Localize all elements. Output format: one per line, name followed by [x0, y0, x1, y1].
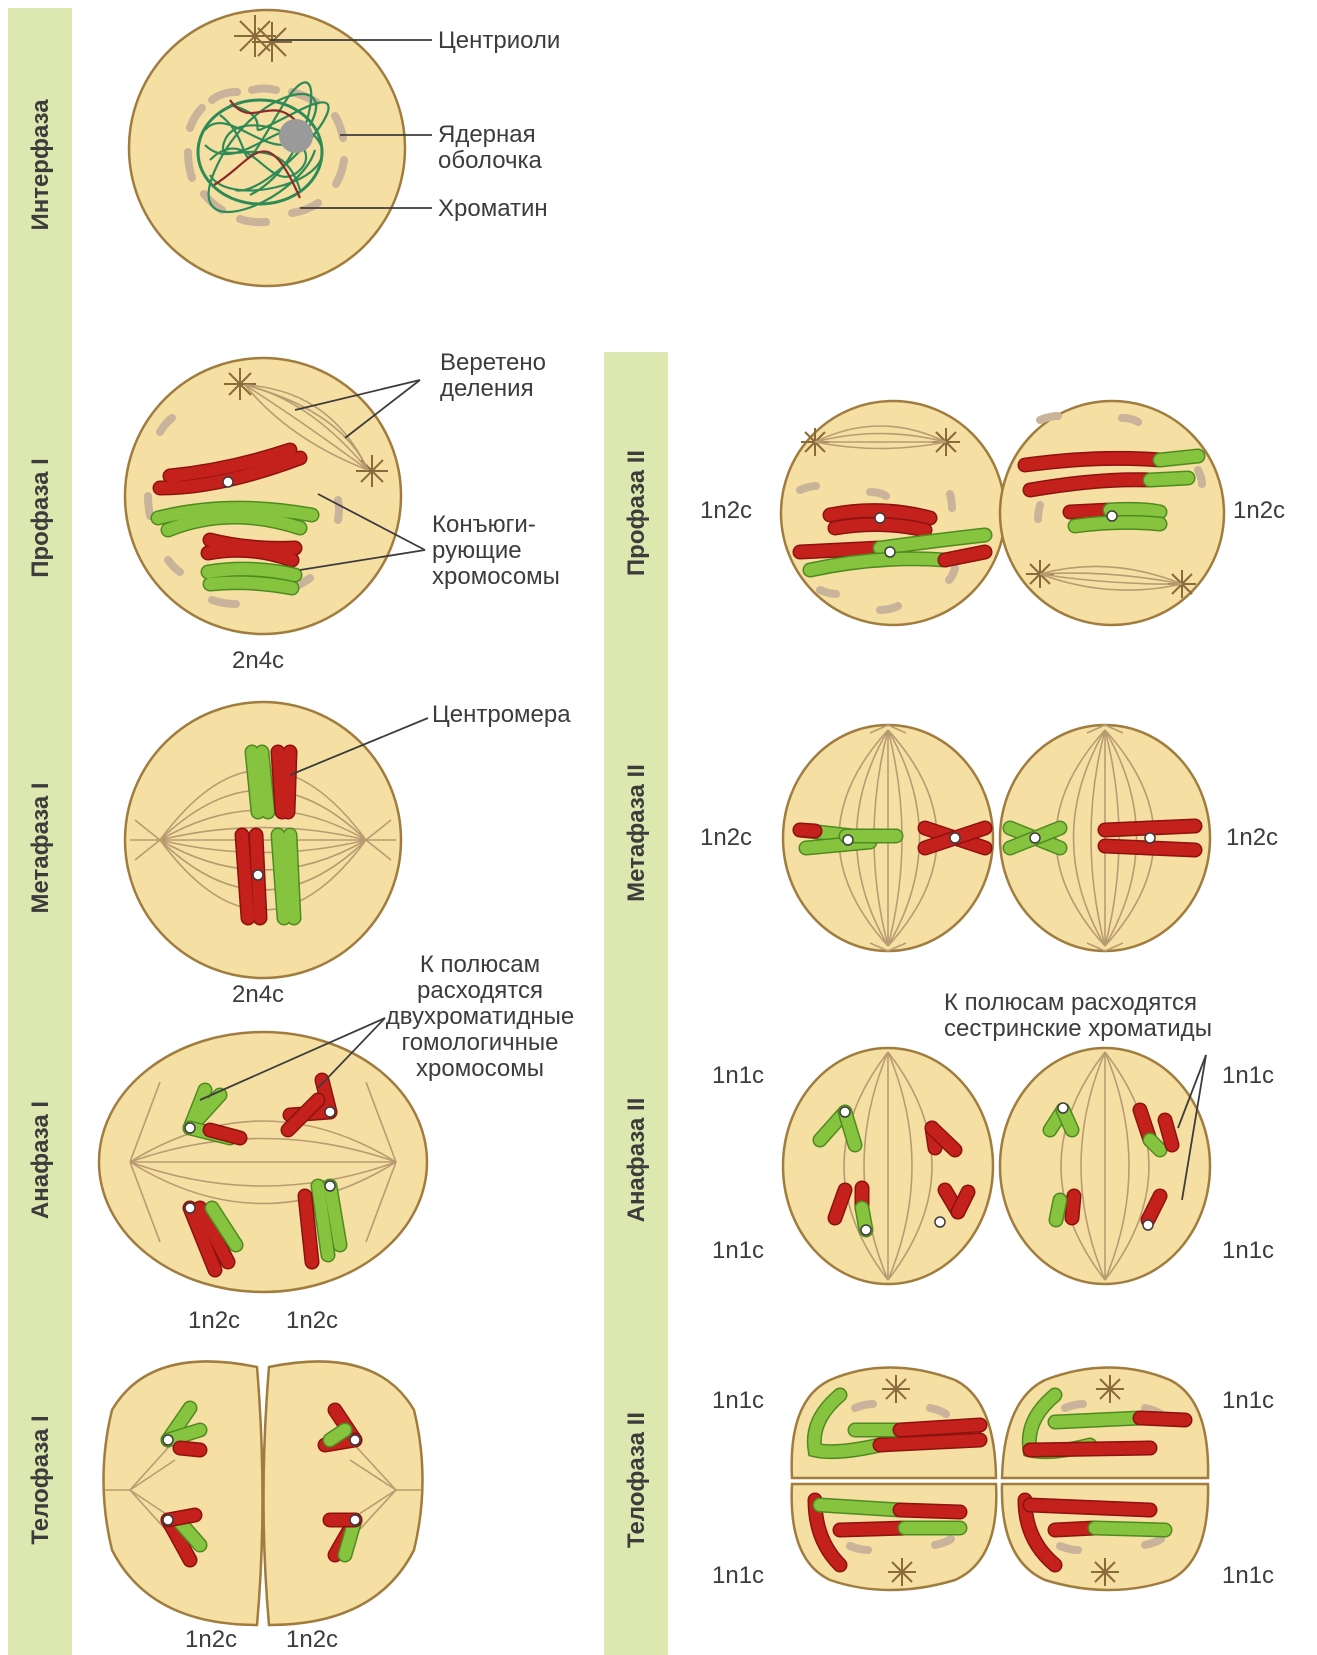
prophase-2-cells	[781, 401, 1224, 625]
label-centrioles: Центриоли	[438, 27, 560, 54]
stage-label-metaphase-2: Метафаза II	[623, 764, 650, 902]
formula-telophase-2-tr: 1n1c	[1222, 1387, 1274, 1414]
formula-telophase-2-tl: 1n1c	[712, 1387, 764, 1414]
formula-prophase-1: 2n4c	[232, 647, 284, 674]
label-anaphase-2-note-1: К полюсам расходятся	[944, 989, 1197, 1016]
label-conjugating-3: хромосомы	[432, 563, 560, 590]
interphase-cell	[129, 10, 405, 286]
formula-anaphase-1-left: 1n2c	[188, 1307, 240, 1334]
stage-label-interphase: Интерфаза	[27, 99, 54, 231]
conjugating-chromosomes-bottom	[208, 540, 295, 588]
label-anaphase-1-note-5: хромосомы	[416, 1055, 544, 1082]
label-conjugating-2: рующие	[432, 537, 522, 564]
formula-metaphase-2-right: 1n2c	[1226, 824, 1278, 851]
metaphase-1-cell	[125, 702, 401, 978]
formula-telophase-1-right: 1n2c	[286, 1626, 338, 1653]
telophase-2-cells	[792, 1368, 1208, 1591]
stage-label-prophase-2: Профаза II	[623, 450, 650, 576]
metaphase-2-cells	[783, 725, 1210, 951]
homolog-right-bottom	[305, 1181, 340, 1262]
anaphase-2-cells	[783, 1048, 1210, 1284]
label-nuclear-envelope-1: Ядерная	[438, 121, 536, 148]
formula-anaphase-2-br: 1n1c	[1222, 1237, 1274, 1264]
nucleolus	[279, 119, 313, 153]
formula-telophase-1-left: 1n2c	[185, 1626, 237, 1653]
label-anaphase-1-note-2: расходятся	[417, 977, 543, 1004]
label-anaphase-1-note-1: К полюсам	[420, 951, 540, 978]
formula-prophase-2-left: 1n2c	[700, 497, 752, 524]
label-conjugating-1: Конъюги-	[432, 511, 536, 538]
stage-label-anaphase-2: Анафаза II	[623, 1098, 650, 1223]
formula-metaphase-1: 2n4c	[232, 981, 284, 1008]
formula-anaphase-2-tr: 1n1c	[1222, 1062, 1274, 1089]
label-spindle-2: деления	[440, 375, 534, 402]
formula-metaphase-2-left: 1n2c	[700, 824, 752, 851]
stage-label-telophase-1: Телофаза I	[27, 1415, 54, 1544]
formula-anaphase-1-right: 1n2c	[286, 1307, 338, 1334]
stage-label-telophase-2: Телофаза II	[623, 1412, 650, 1548]
anaphase-1-cell	[99, 1032, 427, 1292]
label-chromatin: Хроматин	[438, 195, 548, 222]
label-nuclear-envelope-2: оболочка	[438, 147, 543, 174]
stage-label-metaphase-1: Метафаза I	[27, 782, 54, 913]
formula-anaphase-2-tl: 1n1c	[712, 1062, 764, 1089]
label-anaphase-2-note-2: сестринские хроматиды	[944, 1015, 1212, 1042]
prophase-1-cell	[125, 358, 401, 634]
label-anaphase-1-note-4: гомологичные	[401, 1029, 558, 1056]
telophase-1-cells	[104, 1361, 423, 1625]
formula-telophase-2-bl: 1n1c	[712, 1562, 764, 1589]
label-centromere: Центромера	[432, 701, 571, 728]
label-spindle-1: Веретено	[440, 349, 546, 376]
formula-prophase-2-right: 1n2c	[1233, 497, 1285, 524]
stage-label-anaphase-1: Анафаза I	[27, 1101, 54, 1219]
stage-label-prophase-1: Профаза I	[27, 458, 54, 578]
formula-telophase-2-br: 1n1c	[1222, 1562, 1274, 1589]
label-anaphase-1-note-3: двухроматидные	[386, 1003, 575, 1030]
formula-anaphase-2-bl: 1n1c	[712, 1237, 764, 1264]
